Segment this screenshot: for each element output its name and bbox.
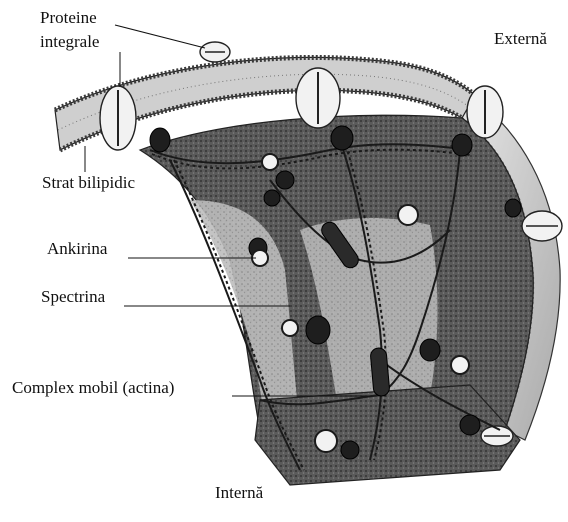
label-actin-complex: Complex mobil (actina) [12, 379, 174, 396]
label-internal: Internă [215, 484, 263, 501]
label-spectrin: Spectrina [41, 288, 105, 305]
label-integral-proteins-line2: integrale [40, 33, 99, 50]
label-integral-proteins-line1: Proteine [40, 9, 97, 26]
bottom-slab [255, 385, 520, 485]
label-external: Externă [494, 30, 547, 47]
label-ankyrin: Ankirina [47, 240, 107, 257]
leader-proteine-integrale-1 [115, 25, 205, 48]
label-lipid-bilayer: Strat bilipidic [42, 174, 135, 191]
